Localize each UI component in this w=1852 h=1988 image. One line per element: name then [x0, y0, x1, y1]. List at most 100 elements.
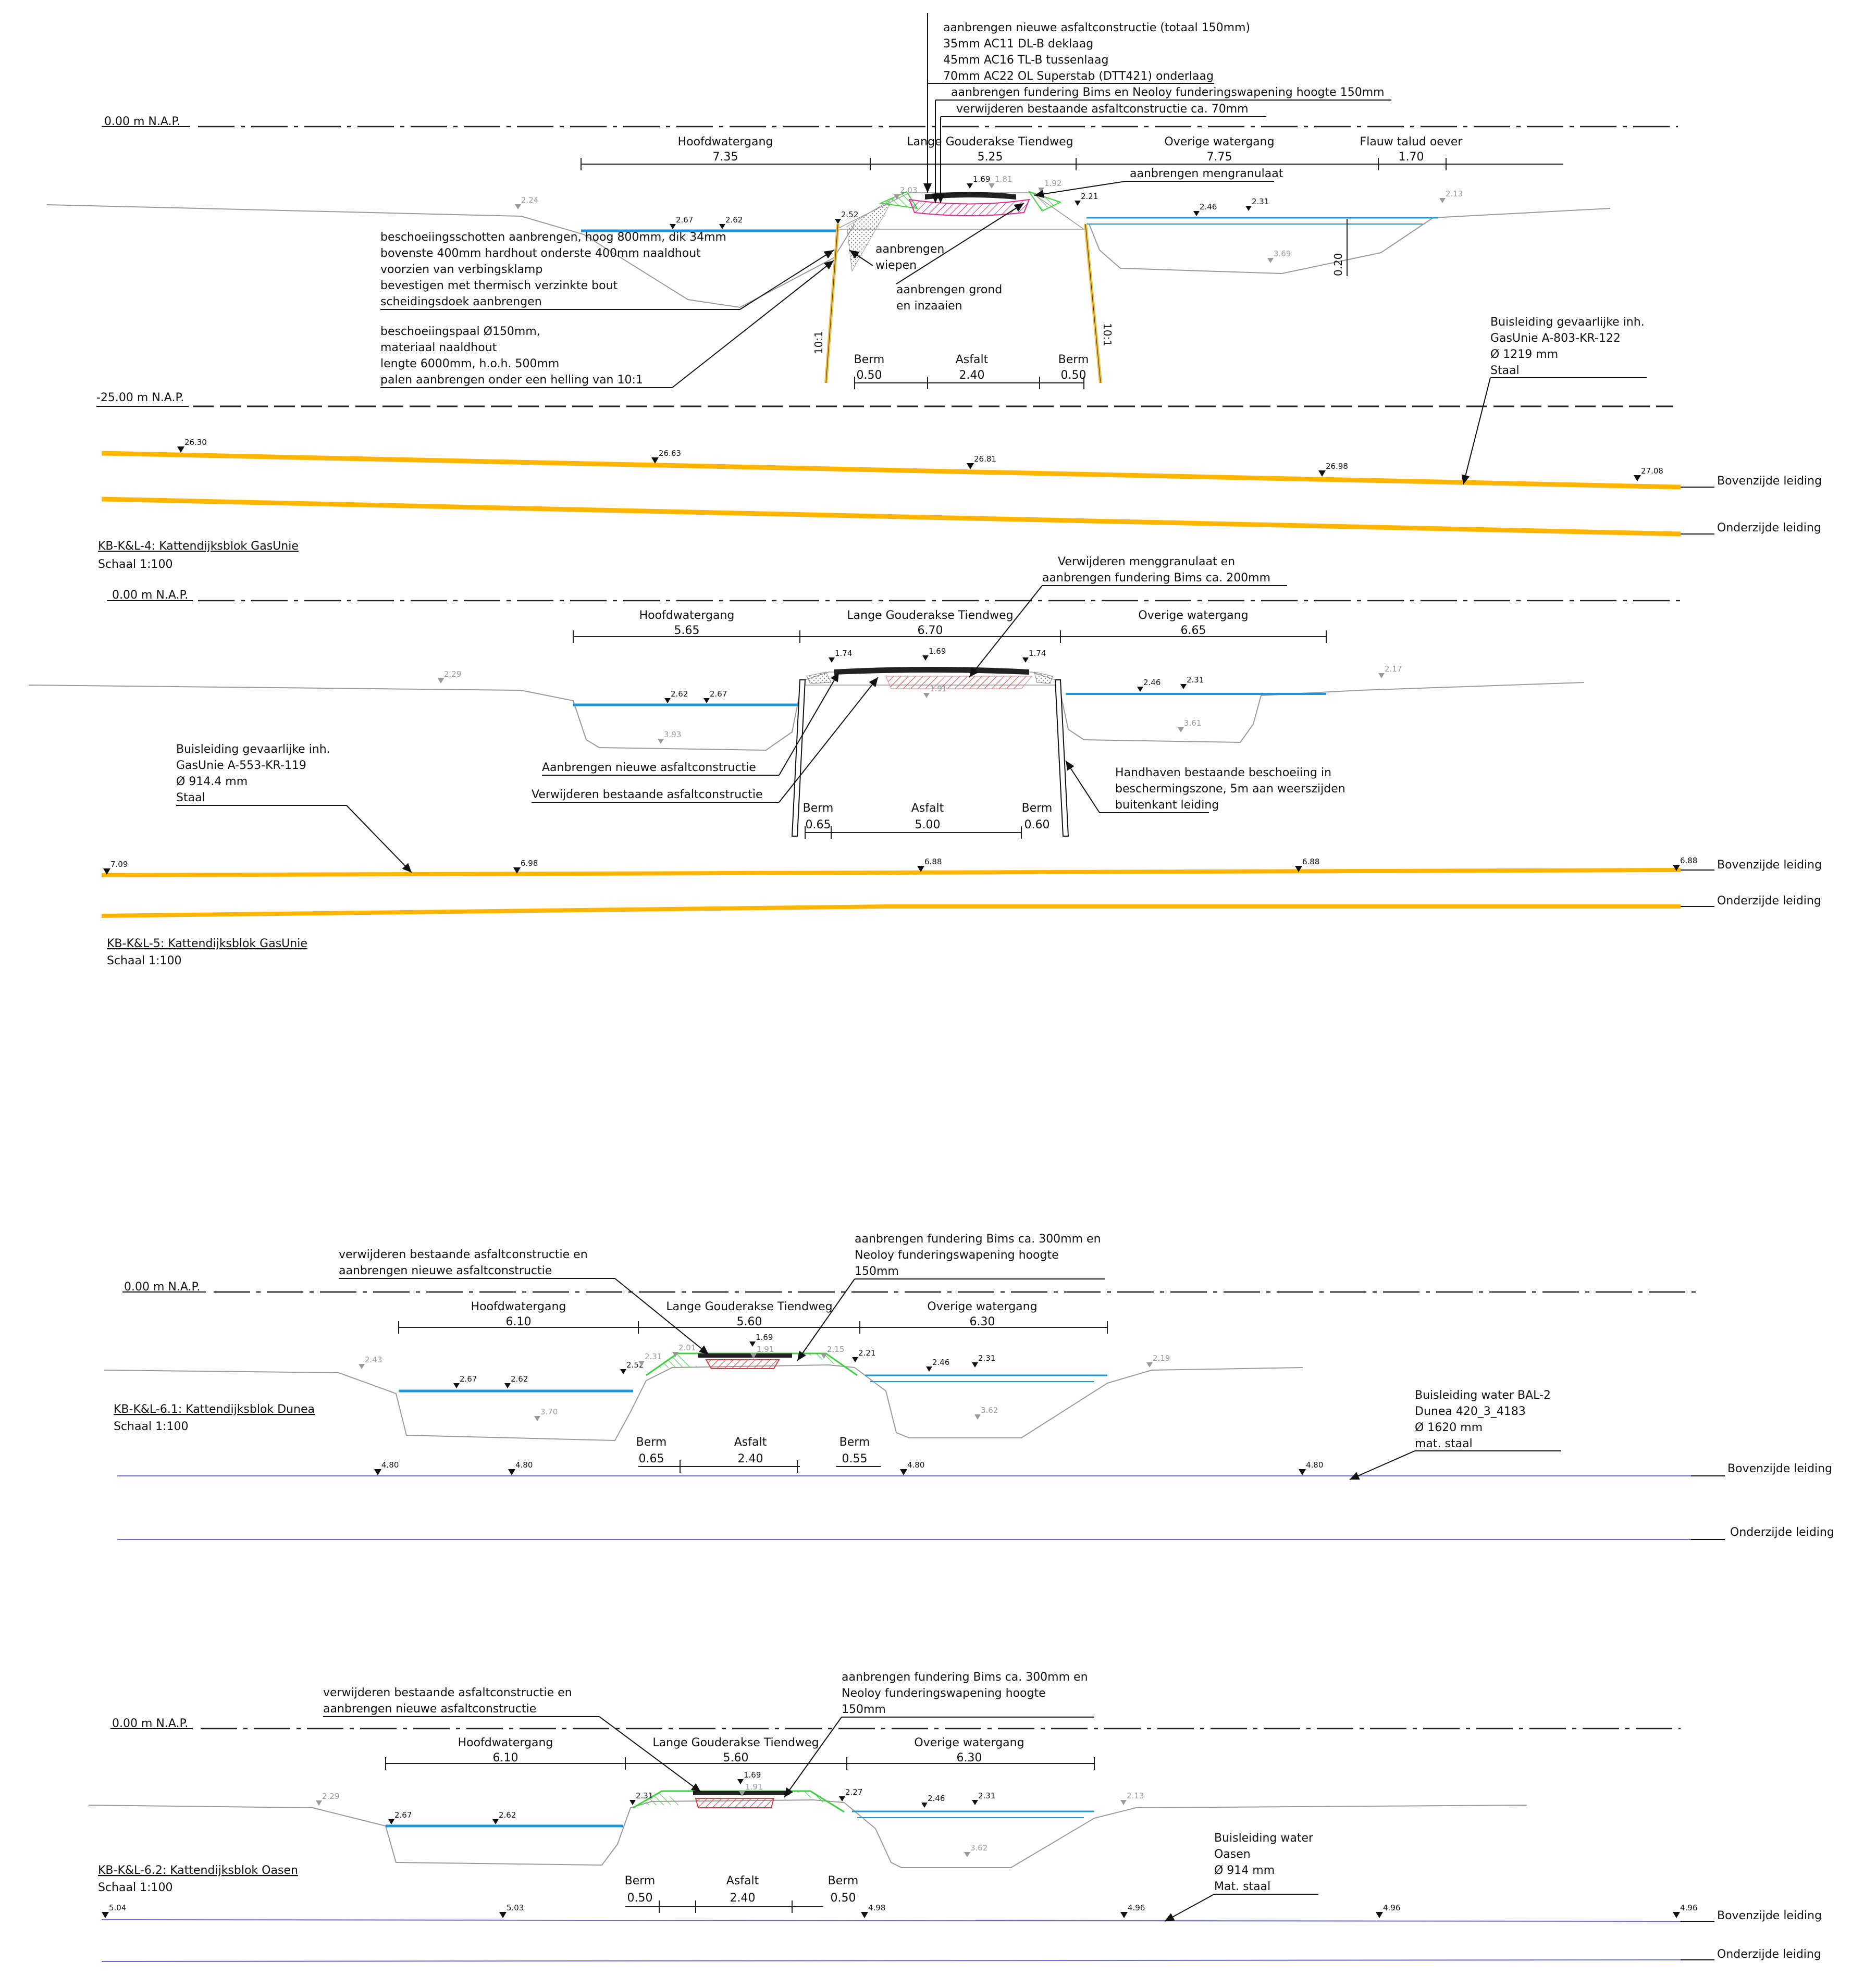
- level-marker: 6.98: [513, 859, 538, 874]
- level-marker: 2.67: [388, 1810, 412, 1824]
- dim-label: Overige watergang: [1164, 135, 1274, 148]
- level-marker: 4.80: [900, 1460, 924, 1475]
- removed-layer: [885, 676, 1033, 689]
- berm-label: Berm: [854, 353, 885, 366]
- level-marker: 2.67: [703, 689, 727, 703]
- level-marker: 1.69: [922, 647, 946, 661]
- svg-text:1.69: 1.69: [973, 175, 990, 184]
- svg-text:2.52: 2.52: [626, 1360, 644, 1370]
- berm-label: Berm: [803, 802, 834, 815]
- berm-value: 0.65: [639, 1452, 664, 1465]
- grass-left: [657, 1353, 698, 1368]
- pipe-info: Staal: [1490, 364, 1520, 377]
- removed-layer: [705, 1359, 780, 1369]
- level-marker: 4.96: [1120, 1903, 1145, 1918]
- svg-text:2.31: 2.31: [978, 1791, 995, 1800]
- svg-text:2.62: 2.62: [671, 689, 688, 699]
- ground-profile-left: [28, 685, 800, 751]
- svg-text:4.96: 4.96: [1128, 1903, 1145, 1912]
- note-line: beschoeiingsschotten aanbrengen, hoog 80…: [380, 231, 726, 244]
- removed-layer: [695, 1798, 775, 1808]
- level-marker: 2.43: [359, 1355, 382, 1369]
- bottom-pipe-label: Onderzijde leiding: [1717, 521, 1821, 535]
- svg-text:4.98: 4.98: [868, 1903, 885, 1912]
- level-marker: 2.46: [921, 1794, 945, 1808]
- nap-zero-label: 0.00 m N.A.P.: [104, 115, 180, 128]
- section-kb-kl-6-2: 0.00 m N.A.P. Hoofdwatergang 6.10 Lange …: [88, 1671, 1822, 1962]
- pipe-info: Buisleiding water: [1214, 1832, 1314, 1845]
- svg-text:3.61: 3.61: [1184, 718, 1201, 728]
- pipe-info: Dunea 420_3_4183: [1415, 1405, 1526, 1418]
- dim-label: Overige watergang: [927, 1300, 1037, 1313]
- asfalt-label: Asfalt: [734, 1436, 767, 1449]
- note-line: palen aanbrengen onder een helling van 1…: [380, 374, 643, 387]
- svg-text:2.17: 2.17: [1385, 664, 1402, 674]
- svg-text:2.46: 2.46: [928, 1794, 945, 1803]
- note-asphalt: verwijderen bestaande asfaltconstructie …: [339, 1248, 709, 1355]
- svg-text:6.98: 6.98: [521, 859, 538, 868]
- pipe-info: Buisleiding water BAL-2: [1415, 1389, 1551, 1402]
- svg-text:2.31: 2.31: [645, 1352, 662, 1361]
- pipe-info: GasUnie A-803-KR-122: [1490, 332, 1621, 345]
- svg-text:2.62: 2.62: [725, 215, 743, 225]
- level-marker: 2.31: [972, 1791, 995, 1805]
- svg-text:2.15: 2.15: [827, 1345, 844, 1354]
- berm-value: 0.65: [806, 818, 831, 831]
- dim-label: Lange Gouderakse Tiendweg: [907, 135, 1073, 148]
- note-line: materiaal naaldhout: [380, 341, 497, 354]
- svg-text:2.46: 2.46: [1143, 678, 1160, 687]
- note-line: aanbrengen fundering Bims en Neoloy fund…: [951, 86, 1385, 99]
- note-line: 70mm AC22 OL Superstab (DTT421) onderlaa…: [943, 70, 1214, 83]
- note-soil: aanbrengen grond en inzaaien: [896, 203, 1024, 313]
- level-markers: 2.24 2.67 2.62 2.52 2.03 1.69 1.81 1.92 …: [515, 175, 1463, 263]
- note-existing-shoring: Handhaven bestaande beschoeiing in besch…: [1065, 760, 1345, 813]
- dim-value: 1.70: [1399, 151, 1424, 164]
- svg-text:2.46: 2.46: [932, 1358, 949, 1367]
- lower-dimensions: Berm 0.50 Asfalt 2.40 Berm 0.50: [625, 1874, 858, 1913]
- level-marker: 2.19: [1146, 1353, 1170, 1368]
- svg-text:2.46: 2.46: [1200, 202, 1217, 212]
- svg-text:2.67: 2.67: [460, 1374, 477, 1384]
- svg-text:2.21: 2.21: [858, 1348, 875, 1358]
- svg-text:1.74: 1.74: [835, 649, 852, 658]
- nap-zero-label: 0.00 m N.A.P.: [124, 1281, 200, 1294]
- pipe-bottom: [101, 496, 1681, 537]
- pipe-info: Mat. staal: [1214, 1880, 1270, 1893]
- note-line: voorzien van verbingsklamp: [380, 263, 542, 276]
- svg-text:2.01: 2.01: [678, 1343, 696, 1352]
- note-line: aanbrengen fundering Bims ca. 300mm en: [842, 1671, 1088, 1684]
- dim-value: 6.30: [970, 1315, 995, 1328]
- pipe-info: Buisleiding gevaarlijke inh.: [176, 743, 330, 756]
- ground-profile-right: [854, 1367, 1303, 1438]
- note-line: aanbrengen: [875, 243, 944, 256]
- berm-value: 0.50: [831, 1892, 856, 1905]
- foundation-layer: [908, 198, 1030, 216]
- svg-text:2.52: 2.52: [841, 210, 858, 219]
- dim-value: 5.25: [978, 151, 1003, 164]
- svg-text:1.69: 1.69: [756, 1333, 773, 1342]
- lower-dimensions: Berm 0.50 Asfalt 2.40 Berm 0.50: [854, 353, 1089, 389]
- grass-right: [1028, 191, 1062, 212]
- pipe-info: Staal: [176, 791, 205, 804]
- level-marker: 2.52: [835, 210, 858, 224]
- level-marker: 1.91: [923, 684, 947, 698]
- svg-text:1.91: 1.91: [930, 684, 947, 693]
- svg-text:6.88: 6.88: [1302, 857, 1319, 866]
- level-marker: 1.69: [737, 1770, 761, 1784]
- level-markers: 2.29 2.62 2.67 1.74 1.69 1.74 1.91 2.46 …: [438, 647, 1402, 744]
- dim-label: Flauw talud oever: [1360, 135, 1463, 148]
- level-marker: 26.30: [177, 438, 207, 453]
- pipeline-gasunie-a553: 7.09 6.98 6.88 6.88 6.88 Bovenzijde leid…: [101, 743, 1822, 918]
- ground-profile-left: [46, 204, 855, 308]
- svg-text:2.62: 2.62: [511, 1374, 528, 1384]
- svg-text:2.31: 2.31: [1252, 197, 1269, 206]
- level-marker: 4.80: [508, 1460, 533, 1475]
- svg-text:1.91: 1.91: [745, 1782, 762, 1792]
- svg-text:4.80: 4.80: [381, 1460, 399, 1470]
- note-line: verwijderen bestaande asfaltconstructie …: [323, 1686, 572, 1699]
- asfalt-value: 2.40: [730, 1892, 756, 1905]
- section-title: KB-K&L-6.1: Kattendijksblok Dunea: [114, 1403, 315, 1416]
- note-asphalt-construction: aanbrengen nieuwe asfaltconstructie (tot…: [923, 13, 1250, 193]
- note-wiepen: aanbrengen wiepen: [849, 243, 944, 272]
- section-kb-kl-4: 0.00 m N.A.P. Hoofdwatergang 7.35 Lange …: [46, 13, 1822, 571]
